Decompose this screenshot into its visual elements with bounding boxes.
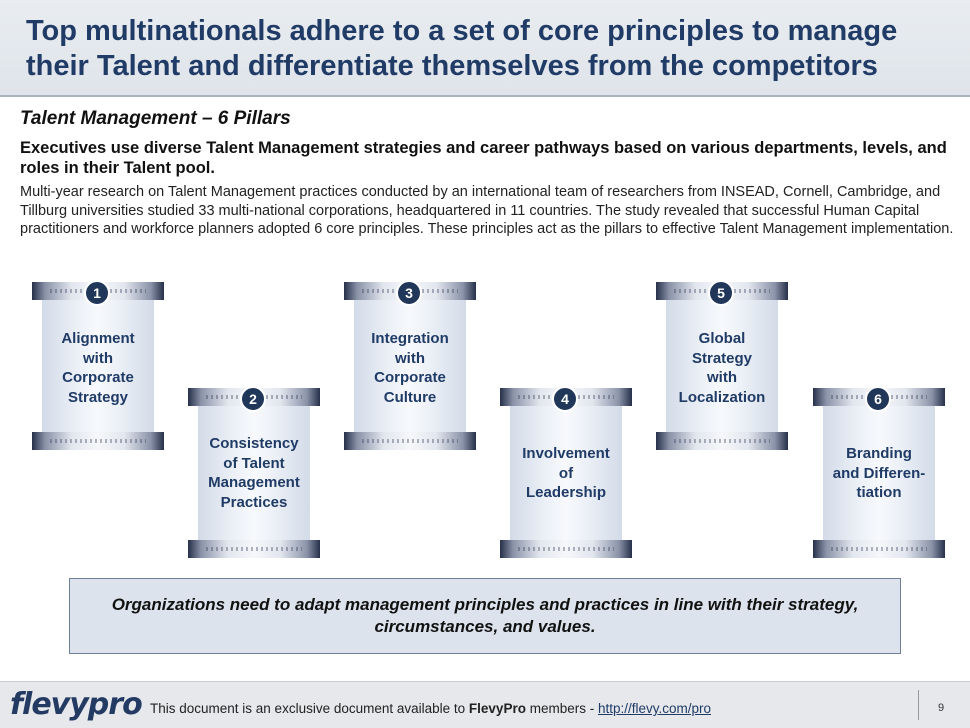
brand-logo: flevypro xyxy=(10,687,143,722)
footer: flevypro This document is an exclusive d… xyxy=(0,681,970,728)
pillar-number-badge: 4 xyxy=(552,386,578,412)
pillar-base xyxy=(500,540,632,558)
pillar-base xyxy=(32,432,164,450)
lead-paragraph: Executives use diverse Talent Management… xyxy=(20,139,947,177)
page-title: Top multinationals adhere to a set of co… xyxy=(26,15,898,82)
callout-text: Organizations need to adapt management p… xyxy=(111,595,859,636)
pillar-shaft xyxy=(666,300,778,432)
pillar-shaft xyxy=(823,406,935,540)
footer-note-prefix: This document is an exclusive document a… xyxy=(150,701,469,716)
pillar-number-badge: 1 xyxy=(84,280,110,306)
header-band: Top multinationals adhere to a set of co… xyxy=(0,0,970,97)
footer-note-middle: members - xyxy=(525,701,598,716)
pillar-base xyxy=(656,432,788,450)
pillar-number-badge: 6 xyxy=(865,386,891,412)
pillar-shaft xyxy=(510,406,622,540)
conclusion-callout: Organizations need to adapt management p… xyxy=(69,578,901,654)
section-title: Talent Management – 6 Pillars xyxy=(20,108,291,129)
pillar-number-badge: 3 xyxy=(396,280,422,306)
footer-note-brand: FlevyPro xyxy=(468,701,526,716)
body-paragraph: Multi-year research on Talent Management… xyxy=(20,184,954,237)
pillar-base xyxy=(188,540,320,558)
pillar-shaft xyxy=(354,300,466,432)
pillar-number-badge: 5 xyxy=(708,280,734,306)
pillar-number-badge: 2 xyxy=(240,386,266,412)
pillar-shaft xyxy=(42,300,154,432)
footer-divider xyxy=(918,690,919,720)
pillar-base xyxy=(344,432,476,450)
pillar-base xyxy=(813,540,945,558)
footer-note: This document is an exclusive document a… xyxy=(150,701,711,716)
footer-link[interactable]: http://flevy.com/pro xyxy=(597,701,712,716)
pillar-shaft xyxy=(198,406,310,540)
page-number: 9 xyxy=(938,702,945,714)
